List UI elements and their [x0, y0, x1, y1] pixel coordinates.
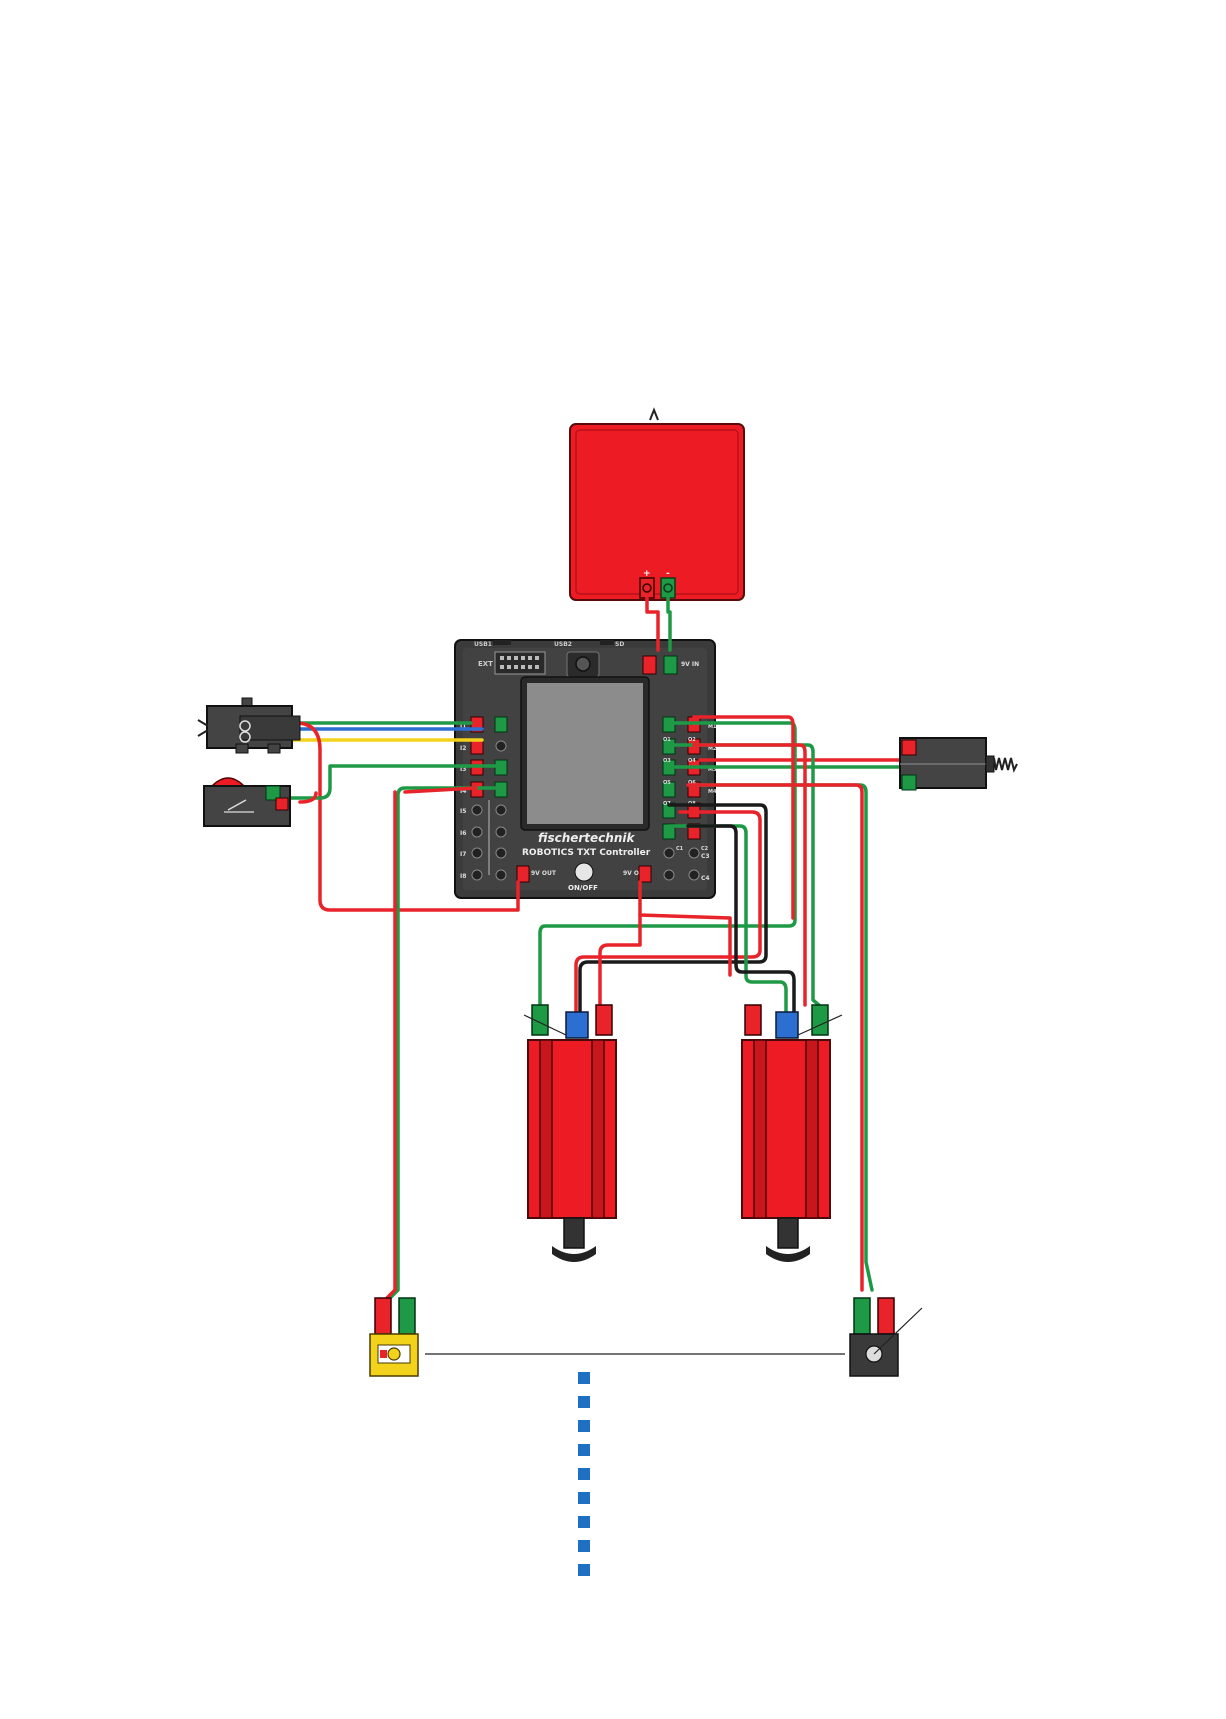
power-in-plus[interactable] [643, 656, 656, 674]
battery-minus-terminal[interactable] [661, 578, 675, 598]
sensor-left-yellow [370, 1298, 418, 1376]
input-label-I2: I2 [460, 745, 466, 752]
motor-right [742, 1005, 842, 1262]
txt-controller: USB1 USB2 SD EXT 9V IN fischertechnik RO… [455, 640, 717, 898]
counter-label-C4: C4 [701, 875, 710, 882]
out-terminal-left[interactable] [517, 866, 529, 882]
ext-label: EXT [478, 660, 493, 668]
legend-marker [578, 1492, 590, 1504]
battery-plus-label: + [643, 569, 651, 579]
battery-pack: + - [570, 410, 744, 600]
legend-marker [578, 1396, 590, 1408]
power-in-label: 9V IN [681, 661, 699, 668]
motor-label-M2: M2 [708, 746, 717, 752]
sd-slot[interactable] [600, 640, 614, 645]
usb1-label: USB1 [474, 641, 492, 648]
solenoid-right [900, 738, 1017, 790]
ext-port[interactable] [495, 652, 545, 674]
camera-button-icon[interactable] [567, 652, 599, 677]
motor-left [524, 1005, 616, 1262]
sd-label: SD [615, 641, 624, 648]
sensor-right-black [850, 1298, 922, 1376]
input-I1-terminal-green[interactable] [495, 717, 507, 732]
power-button-label: ON/OFF [568, 884, 598, 892]
output-label-O3: O3 [663, 758, 671, 764]
controller-brand: fischertechnik [538, 831, 635, 845]
legend-marker [578, 1540, 590, 1552]
out-label-left: 9V OUT [531, 870, 557, 877]
controller-model: ROBOTICS TXT Controller [522, 848, 651, 858]
legend-marker [578, 1444, 590, 1456]
output-label-O2: O2 [688, 737, 696, 743]
limit-switch-top-left [198, 698, 300, 753]
output-label-O1: O1 [663, 737, 671, 743]
input-label-I5: I5 [460, 808, 466, 815]
legend-marker [578, 1564, 590, 1576]
input-label-I8: I8 [460, 873, 466, 880]
legend-marker [578, 1372, 590, 1384]
counter-label-C1: C1 [676, 846, 684, 852]
counter-label-C3: C3 [701, 853, 710, 860]
legend-marker [578, 1468, 590, 1480]
usb2-label: USB2 [554, 641, 572, 648]
input-label-I7: I7 [460, 851, 466, 858]
legend-markers [578, 1372, 590, 1576]
battery-plus-terminal[interactable] [640, 578, 654, 598]
legend-marker [578, 1516, 590, 1528]
input-label-I6: I6 [460, 830, 466, 837]
push-button-left [204, 778, 290, 826]
counter-label-C2: C2 [701, 846, 709, 852]
legend-marker [578, 1420, 590, 1432]
output-label-O4: O4 [688, 758, 696, 764]
output-label-O5: O5 [663, 780, 671, 786]
motor-label-M4: M4 [708, 789, 717, 795]
power-in-minus[interactable] [664, 656, 677, 674]
power-button[interactable] [575, 863, 593, 881]
battery-minus-label: - [666, 569, 670, 579]
out-terminal-right[interactable] [639, 866, 651, 882]
motor-label-M1: M1 [708, 724, 717, 730]
usb1-port[interactable] [493, 640, 511, 645]
